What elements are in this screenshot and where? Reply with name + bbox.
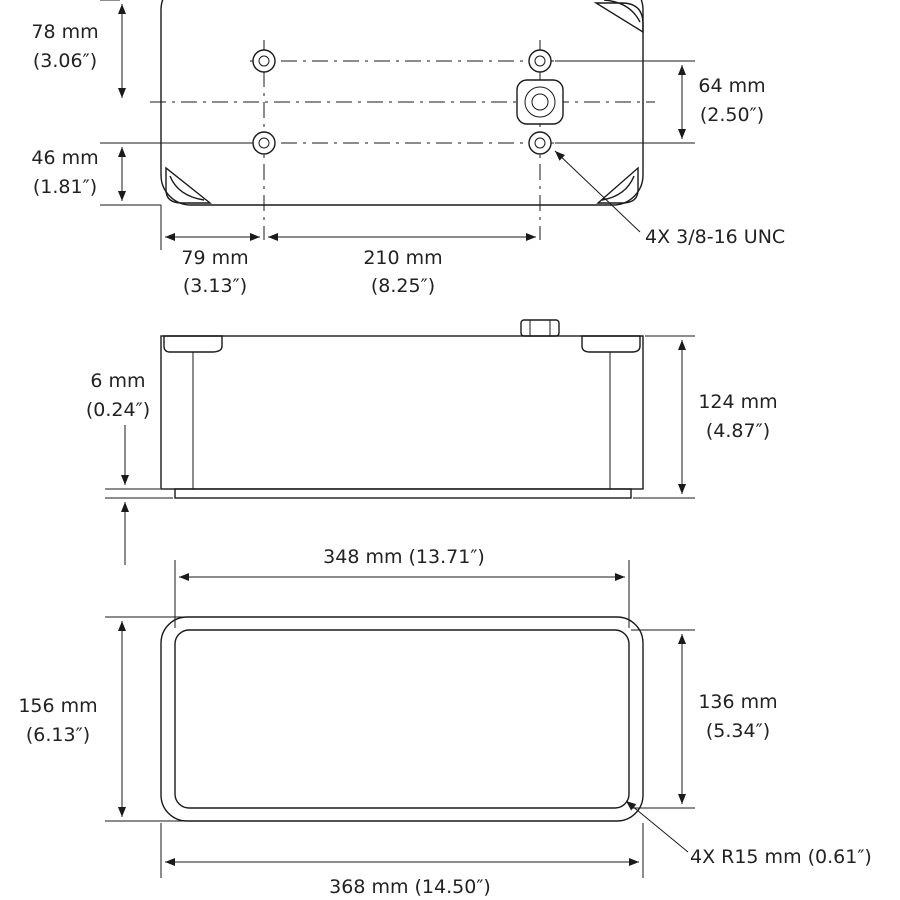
- side-view-foot-left: [163, 335, 223, 353]
- dim-156-imperial: (6.13″): [26, 724, 90, 746]
- dim-79-imperial: (3.13″): [183, 275, 247, 297]
- dim-64-imperial: (2.50″): [700, 104, 764, 126]
- top-view: 78 mm (3.06″) 46 mm (1.81″) 64 mm (2.50″…: [31, 0, 785, 297]
- dim-78-metric: 78 mm: [31, 21, 98, 43]
- dim-210-imperial: (8.25″): [371, 275, 435, 297]
- dim-124-metric: 124 mm: [698, 391, 777, 413]
- dim-78-imperial: (3.06″): [33, 50, 97, 72]
- threaded-hole-bottom-left: [252, 131, 276, 155]
- bottom-view-inner-outline: [174, 629, 630, 809]
- top-view-outline: [160, 0, 644, 206]
- threaded-hole-bottom-right: [528, 131, 552, 155]
- thread-callout: 4X 3/8-16 UNC: [645, 226, 785, 248]
- dim-210-metric: 210 mm: [363, 247, 442, 269]
- bottom-view-outer-outline: [160, 616, 644, 822]
- bottom-view: 348 mm (13.71″) 156 mm (6.13″) 136 mm (5…: [18, 546, 872, 898]
- dim-124-imperial: (4.87″): [706, 420, 770, 442]
- top-view-foot-bottom-left: [165, 166, 213, 204]
- side-view-gland: [520, 319, 560, 337]
- radius-callout: 4X R15 mm (0.61″): [690, 846, 872, 868]
- dim-156-metric: 156 mm: [18, 695, 97, 717]
- dim-79-metric: 79 mm: [181, 247, 248, 269]
- threaded-hole-top-left: [252, 49, 276, 73]
- dim-46-metric: 46 mm: [31, 147, 98, 169]
- cable-gland: [516, 79, 564, 125]
- dim-136-metric: 136 mm: [698, 691, 777, 713]
- dim-64-metric: 64 mm: [698, 75, 765, 97]
- dim-6-metric: 6 mm: [90, 370, 145, 392]
- dim-348-label: 348 mm (13.71″): [323, 546, 485, 568]
- radius-leader: [625, 800, 689, 853]
- side-view-foot-right: [581, 335, 641, 353]
- side-view: 6 mm (0.24″) 124 mm (4.87″): [86, 319, 778, 565]
- dim-46-imperial: (1.81″): [33, 176, 97, 198]
- side-view-base-plate: [174, 488, 632, 499]
- threaded-hole-top-right: [528, 49, 552, 73]
- dim-368-label: 368 mm (14.50″): [329, 876, 491, 898]
- dim-6-imperial: (0.24″): [86, 399, 150, 421]
- side-view-body: [160, 335, 644, 490]
- thread-leader: [554, 150, 641, 233]
- dim-136-imperial: (5.34″): [706, 720, 770, 742]
- top-view-foot-top-right: [593, 0, 644, 34]
